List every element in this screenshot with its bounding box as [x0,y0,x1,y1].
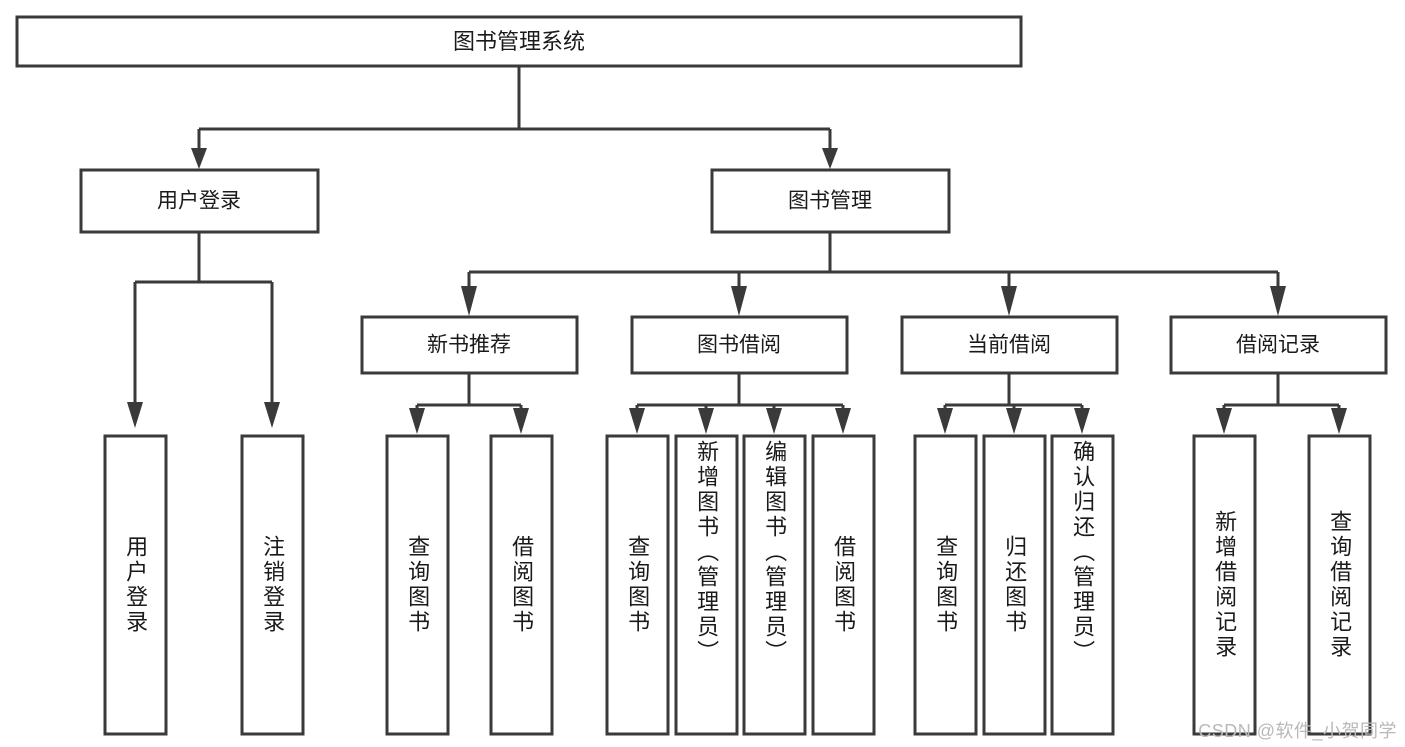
node-user-login[interactable]: 用户登录 [79,168,320,234]
arrow-leaf-bookborrow-4 [835,408,851,434]
arrow-leaf-borrowrecord-1 [1216,408,1232,434]
arrow-leaf-currentborrow-1 [937,408,953,434]
node-book-borrow-box[interactable] [630,315,849,375]
node-new-book-recommend-box[interactable] [360,315,579,375]
leaf-box-user-login-2[interactable] [240,434,305,736]
arrow-to-book-borrow [731,286,747,316]
arrow-to-book-manage [822,148,838,169]
arrow-to-user-login [191,148,207,169]
arrow-to-current-borrow [1001,286,1017,316]
node-book-borrow-label: 图书借阅 [697,334,781,357]
arrow-leaf-borrowrecord-2 [1331,408,1347,434]
connector-layer [127,66,1347,434]
leaf-box-current-borrow-2[interactable] [982,434,1047,736]
leaf-box-book-borrow-2[interactable] [674,434,739,736]
node-current-borrow-label: 当前借阅 [967,334,1051,357]
leaf-box-borrow-record-1[interactable] [1192,434,1257,736]
node-user-login-box[interactable] [79,168,320,234]
node-new-book-recommend-label: 新书推荐 [427,334,511,357]
arrow-leaf-user-login-2 [264,402,280,428]
arrow-leaf-bookborrow-1 [629,408,645,434]
node-current-borrow[interactable]: 当前借阅 [900,315,1119,375]
leaf-box-user-login-1[interactable] [103,434,168,736]
leaf-box-book-borrow-3[interactable] [742,434,807,736]
leaf-box-borrow-record-2[interactable] [1307,434,1372,736]
arrow-leaf-newbook-1 [409,408,425,434]
arrow-to-borrow-record [1270,286,1286,316]
node-borrow-record-box[interactable] [1169,315,1388,375]
leaf-box-book-borrow-1[interactable] [605,434,670,736]
arrow-to-new-book [461,286,477,316]
leaf-box-new-book-2[interactable] [489,434,554,736]
leaf-box-current-borrow-3[interactable] [1050,434,1115,736]
leaf-box-book-borrow-4[interactable] [811,434,876,736]
node-book-borrow[interactable]: 图书借阅 [630,315,849,375]
arrow-leaf-user-login-1 [127,402,143,428]
node-borrow-record[interactable]: 借阅记录 [1169,315,1388,375]
node-new-book-recommend[interactable]: 新书推荐 [360,315,579,375]
node-book-manage[interactable]: 图书管理 [710,168,951,234]
node-root[interactable]: 图书管理系统 [15,15,1023,68]
leaf-box-new-book-1[interactable] [385,434,450,736]
arrow-leaf-currentborrow-2 [1006,408,1022,434]
arrow-leaf-newbook-2 [513,408,529,434]
node-root-box[interactable] [15,15,1023,68]
leaf-box-layer [103,434,1372,736]
node-user-login-label: 用户登录 [157,190,241,213]
node-current-borrow-box[interactable] [900,315,1119,375]
leaf-box-current-borrow-1[interactable] [913,434,978,736]
node-book-manage-label: 图书管理 [788,190,872,213]
node-root-label: 图书管理系统 [453,29,585,54]
arrow-leaf-currentborrow-3 [1074,408,1090,434]
node-book-manage-box[interactable] [710,168,951,234]
arrow-leaf-bookborrow-3 [766,408,782,434]
node-borrow-record-label: 借阅记录 [1236,334,1320,357]
arrow-leaf-bookborrow-2 [698,408,714,434]
